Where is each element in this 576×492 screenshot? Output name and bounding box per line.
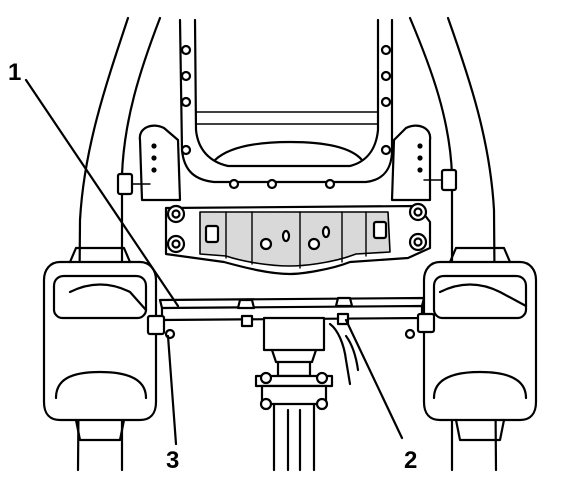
- frame-rail-right-inner: [408, 16, 454, 472]
- support-bar-end-right: [416, 312, 436, 334]
- oil-pan-outline: [178, 18, 394, 184]
- leader-line-3: [166, 334, 178, 446]
- driveshaft: [254, 316, 360, 472]
- frame-rail-right-outer: [446, 16, 498, 472]
- oil-pan-sump: [213, 140, 364, 162]
- callout-1: 1: [8, 59, 21, 86]
- engine-mount-left: [138, 124, 182, 202]
- u-joint-flange: [254, 374, 334, 388]
- engine-mount-right: [390, 124, 432, 202]
- engine-mounts: [116, 124, 458, 202]
- catalytic-converter-left: [42, 246, 158, 442]
- frame-rail-left-inner: [120, 16, 162, 472]
- frame-rail-left-outer: [76, 16, 130, 472]
- leader-lines: [24, 78, 404, 446]
- callout-3: 3: [166, 447, 179, 474]
- leader-line-1: [24, 78, 180, 308]
- crossmember-upper: [164, 202, 432, 276]
- callout-labels: 1 2 3: [8, 59, 417, 474]
- mount-bolt-left: [116, 172, 134, 196]
- support-bar: [146, 296, 436, 340]
- transmission-tail: [262, 316, 326, 352]
- oil-pan-bolt-holes: [180, 44, 392, 190]
- support-bar-end-left: [146, 314, 166, 336]
- crossmember-bolts: [166, 202, 428, 254]
- oil-pan: [178, 18, 394, 190]
- catalytic-converter-right: [422, 246, 538, 442]
- frame-rails: [76, 16, 498, 472]
- callout-2: 2: [404, 447, 417, 474]
- leader-line-2: [344, 318, 404, 440]
- mount-bolt-right: [440, 168, 458, 192]
- oil-pan-inner: [193, 18, 380, 168]
